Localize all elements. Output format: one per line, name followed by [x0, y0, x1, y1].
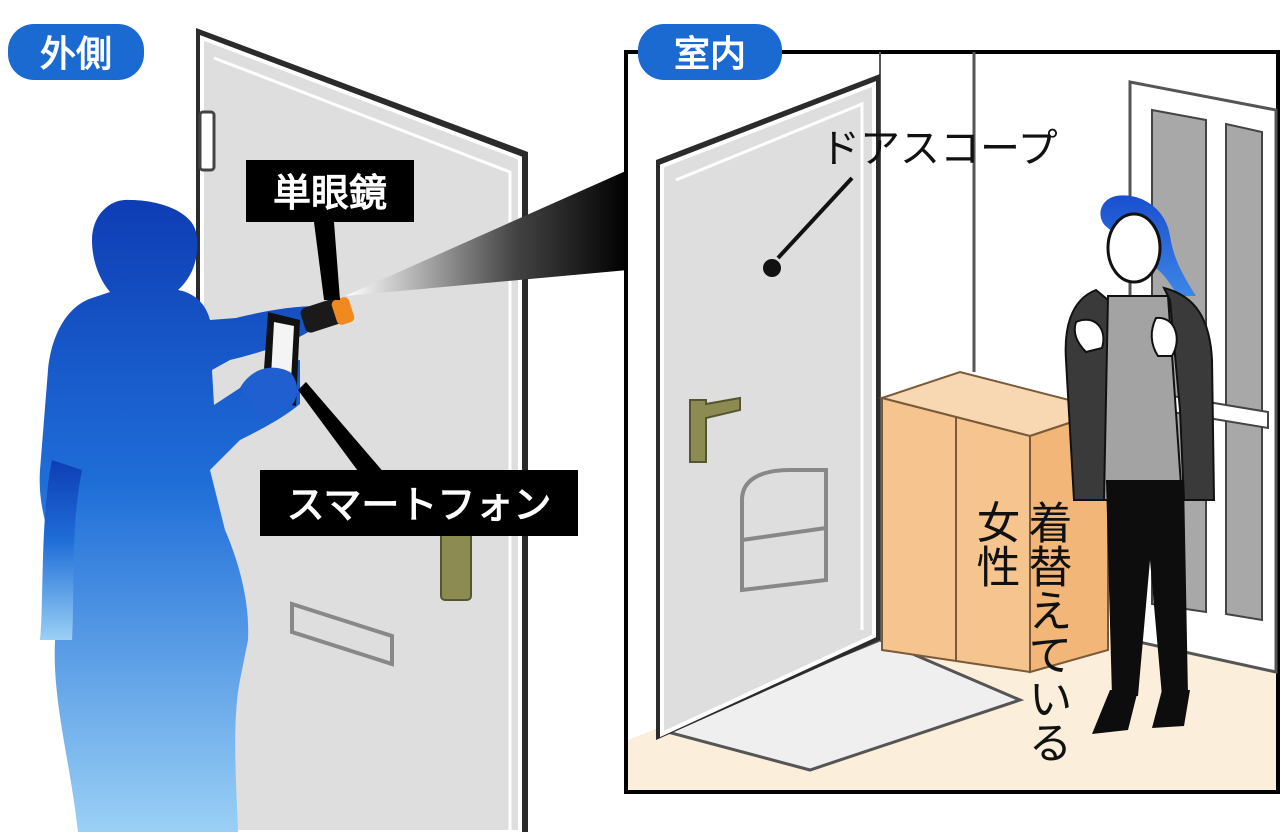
- door-scope: [763, 259, 781, 277]
- smartphone: [240, 312, 300, 420]
- man-figure: [39, 199, 318, 833]
- inside-door-handle: [689, 396, 741, 463]
- door-hinge: [198, 110, 216, 172]
- door-scope-label: ドアスコープ: [820, 126, 1058, 172]
- woman-label: 着替えている 女性: [969, 500, 1072, 764]
- smartphone-label-text: スマートフォン: [287, 483, 552, 527]
- monocular-label-text: 単眼鏡: [273, 171, 387, 215]
- monocular: [300, 297, 355, 333]
- mail-slot: [290, 601, 394, 667]
- inside-door: [656, 74, 880, 740]
- outside-door: [196, 28, 528, 834]
- smartphone-label: スマートフォン: [260, 470, 578, 536]
- woman-figure: [1064, 195, 1216, 734]
- inside-badge: 室内: [638, 24, 782, 80]
- door-guard: [740, 468, 828, 593]
- outside-badge: 外側: [8, 24, 144, 80]
- door-handle: [440, 529, 472, 601]
- inside-badge-text: 室内: [674, 34, 746, 75]
- monocular-label: 単眼鏡: [246, 160, 414, 300]
- smartphone-pointer: [298, 382, 392, 490]
- woman-label-col2: 女性: [969, 500, 1020, 588]
- view-beam: [345, 170, 628, 296]
- outside-badge-text: 外側: [40, 34, 112, 75]
- door-scope-pointer: [776, 176, 854, 260]
- woman-label-col1: 着替えている: [1021, 500, 1072, 764]
